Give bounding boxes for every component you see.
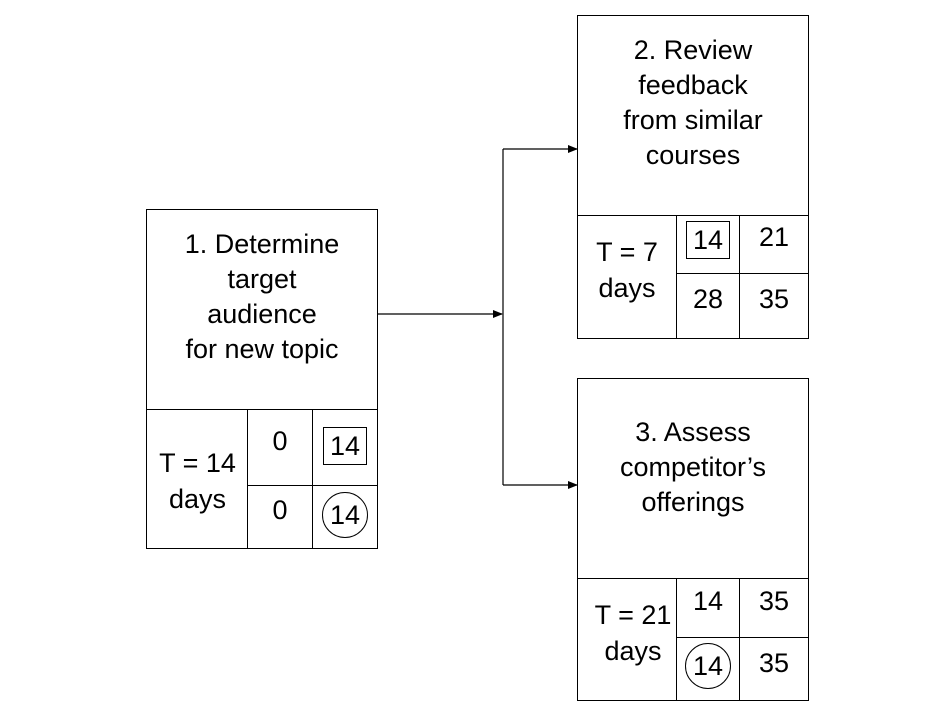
node-2-title-line: 2. Review	[633, 35, 753, 65]
node-2-latest-finish-value: 35	[758, 284, 790, 314]
node-1-latest-start: 0	[248, 495, 312, 526]
node-2-latest-finish: 35	[740, 284, 808, 315]
node-2-latest-start: 28	[677, 284, 739, 315]
node-1-latest-finish: 14	[313, 492, 377, 538]
node-1-duration-unit: days	[168, 484, 227, 514]
node-1-duration-value: T = 14	[159, 448, 236, 478]
node-1-earliest-finish: 14	[313, 427, 377, 465]
node-2-earliest-finish-value: 21	[758, 222, 790, 252]
node-3-earliest-finish: 35	[740, 586, 808, 617]
node-3-title-line: competitor’s	[619, 452, 767, 482]
node-1-earliest-start-value: 0	[272, 426, 288, 456]
node-1-title-line: for new topic	[185, 334, 339, 364]
node-3-earliest-start: 14	[677, 586, 739, 617]
node-3-title-line: 3. Assess	[635, 417, 751, 447]
node-1-earliest-finish-value: 14	[322, 427, 368, 465]
node-1-latest-finish-value: 14	[322, 492, 368, 538]
node-3-schedule-grid: T = 21 days 14 35 14 35	[578, 578, 808, 700]
node-2-schedule-grid: T = 7 days 14 21 28 35	[578, 215, 808, 338]
node-2-earliest-finish: 21	[740, 222, 808, 253]
node-1-duration: T = 14 days	[147, 445, 248, 517]
node-3-title: 3. Assess competitor’s offerings	[578, 415, 808, 520]
node-3-latest-start: 14	[677, 643, 739, 689]
node-1-divider	[312, 410, 313, 548]
node-1-title: 1. Determine target audience for new top…	[147, 227, 377, 367]
node-3-earliest-finish-value: 35	[758, 586, 790, 616]
node-3-divider	[739, 579, 740, 700]
node-2-divider	[676, 273, 808, 274]
node-1-determine-target-audience: 1. Determine target audience for new top…	[146, 209, 378, 549]
node-2-review-feedback: 2. Review feedback from similar courses …	[577, 15, 809, 339]
node-2-latest-start-value: 28	[692, 284, 724, 314]
node-2-duration-value: T = 7	[596, 237, 658, 267]
node-3-title-line: offerings	[641, 487, 745, 517]
node-3-latest-finish-value: 35	[758, 648, 790, 678]
node-3-divider	[676, 579, 677, 700]
node-1-title-line: 1. Determine	[184, 229, 340, 259]
node-2-divider	[676, 216, 677, 338]
node-2-title-line: feedback	[638, 70, 748, 100]
node-1-title-line: audience	[207, 299, 317, 329]
node-3-earliest-start-value: 14	[692, 586, 724, 616]
node-3-duration: T = 21 days	[578, 597, 688, 669]
node-2-divider	[739, 216, 740, 338]
node-2-duration: T = 7 days	[578, 234, 676, 306]
node-1-schedule-grid: T = 14 days 0 14 0 14	[147, 409, 377, 548]
node-2-title-line: courses	[645, 140, 741, 170]
node-2-title-line: from similar	[623, 105, 763, 135]
node-1-divider	[247, 485, 377, 486]
node-1-latest-start-value: 0	[272, 495, 288, 525]
node-2-title: 2. Review feedback from similar courses	[578, 33, 808, 173]
node-3-divider	[676, 637, 808, 638]
node-2-duration-unit: days	[598, 273, 656, 303]
node-2-earliest-start-value: 14	[685, 221, 731, 259]
node-2-earliest-start: 14	[677, 221, 739, 259]
node-3-latest-finish: 35	[740, 648, 808, 679]
node-1-earliest-start: 0	[248, 426, 312, 457]
node-3-duration-value: T = 21	[594, 600, 672, 630]
node-3-duration-unit: days	[604, 636, 662, 666]
node-3-latest-start-value: 14	[685, 643, 731, 689]
node-1-divider	[247, 410, 248, 548]
node-3-assess-competitor-offerings: 3. Assess competitor’s offerings T = 21 …	[577, 378, 809, 701]
node-1-title-line: target	[227, 264, 297, 294]
